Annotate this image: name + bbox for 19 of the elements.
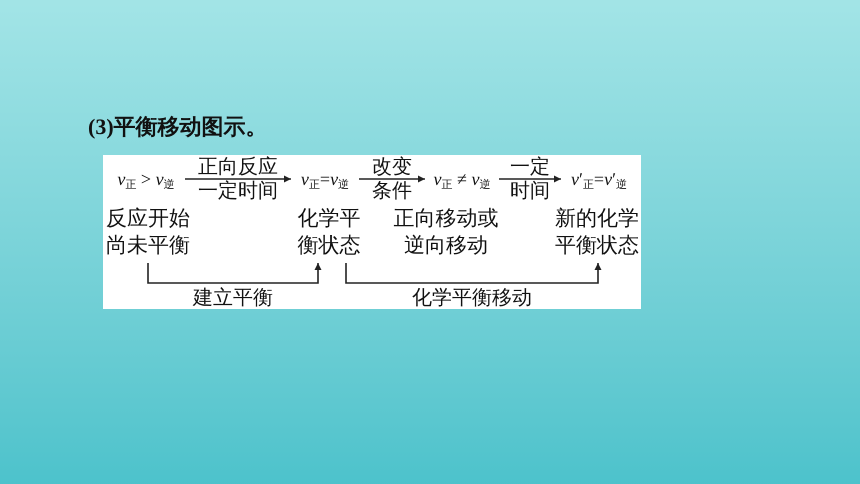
arrow	[499, 176, 561, 182]
arrow	[359, 176, 425, 182]
rate-formula: v′$_{正}$=v′$_{逆}$	[570, 168, 628, 191]
edge-label: 正向反应一定时间	[198, 155, 278, 203]
state-text: 化学平衡状态	[296, 205, 362, 259]
state-text: 新的化学平衡状态	[554, 205, 640, 259]
arrow	[185, 176, 291, 182]
edge-label: 建立平衡	[192, 286, 274, 310]
rate-formula: v$_{正}$ ≠ v$_{逆}$	[432, 168, 492, 191]
state-text: 反应开始尚未平衡	[105, 205, 191, 259]
state-text: 正向移动或逆向移动	[392, 205, 500, 259]
edge-label: 改变条件	[372, 155, 412, 203]
rate-formula: v$_{正}$ > v$_{逆}$	[116, 168, 176, 191]
arrow	[345, 263, 602, 284]
arrow	[147, 263, 322, 284]
edge-label: 化学平衡移动	[411, 286, 533, 310]
rate-formula: v$_{正}$=v$_{逆}$	[300, 168, 350, 191]
edge-label: 一定时间	[510, 155, 550, 203]
title: (3)平衡移动图示。	[88, 113, 268, 141]
